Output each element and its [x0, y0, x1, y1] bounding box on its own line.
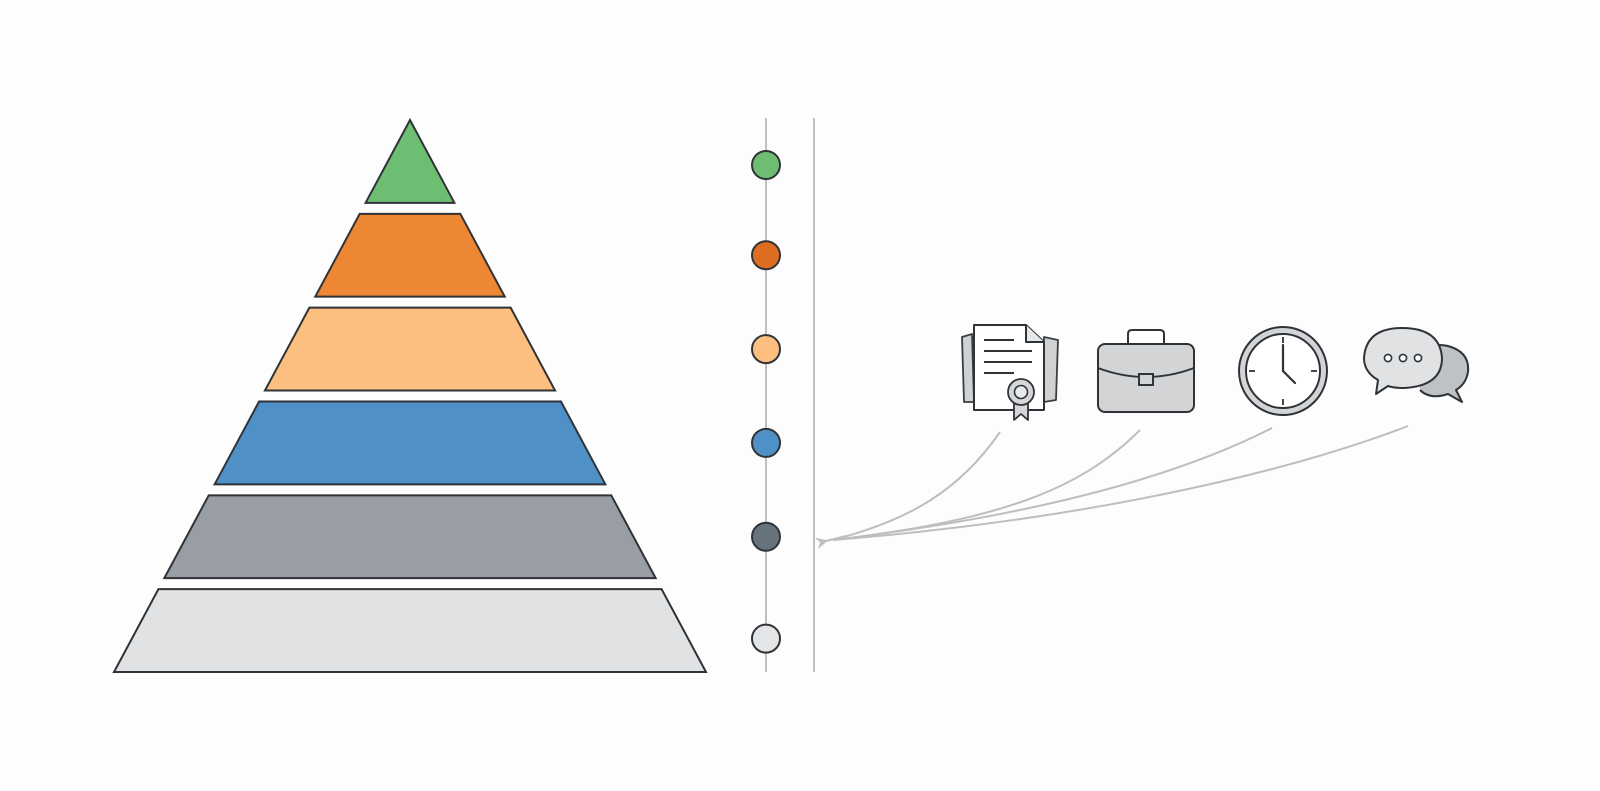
connector-clock [832, 427, 1273, 541]
pyramid-level-2 [313, 212, 507, 298]
chat-bubbles-icon [1363, 327, 1470, 403]
connector-arrowhead [814, 535, 847, 550]
marker-level-5 [751, 521, 781, 552]
connector-certificate [832, 431, 1001, 541]
marker-level-3 [751, 334, 781, 365]
pyramid-level-3 [263, 306, 557, 392]
marker-level-2 [751, 240, 781, 271]
pyramid [112, 117, 708, 673]
connectors [814, 425, 1409, 550]
clock-icon [1238, 326, 1328, 416]
briefcase-icon [1097, 329, 1195, 413]
level-markers [751, 150, 781, 654]
pyramid-level-4 [212, 400, 608, 486]
marker-level-4 [751, 427, 781, 458]
certificate-document-icon [961, 324, 1059, 421]
pyramid-level-6 [112, 588, 708, 673]
pyramid-level-5 [162, 494, 658, 580]
connector-chat [832, 425, 1409, 541]
pyramid-level-1 [363, 117, 457, 204]
marker-level-6 [751, 623, 781, 654]
marker-level-1 [751, 150, 781, 180]
